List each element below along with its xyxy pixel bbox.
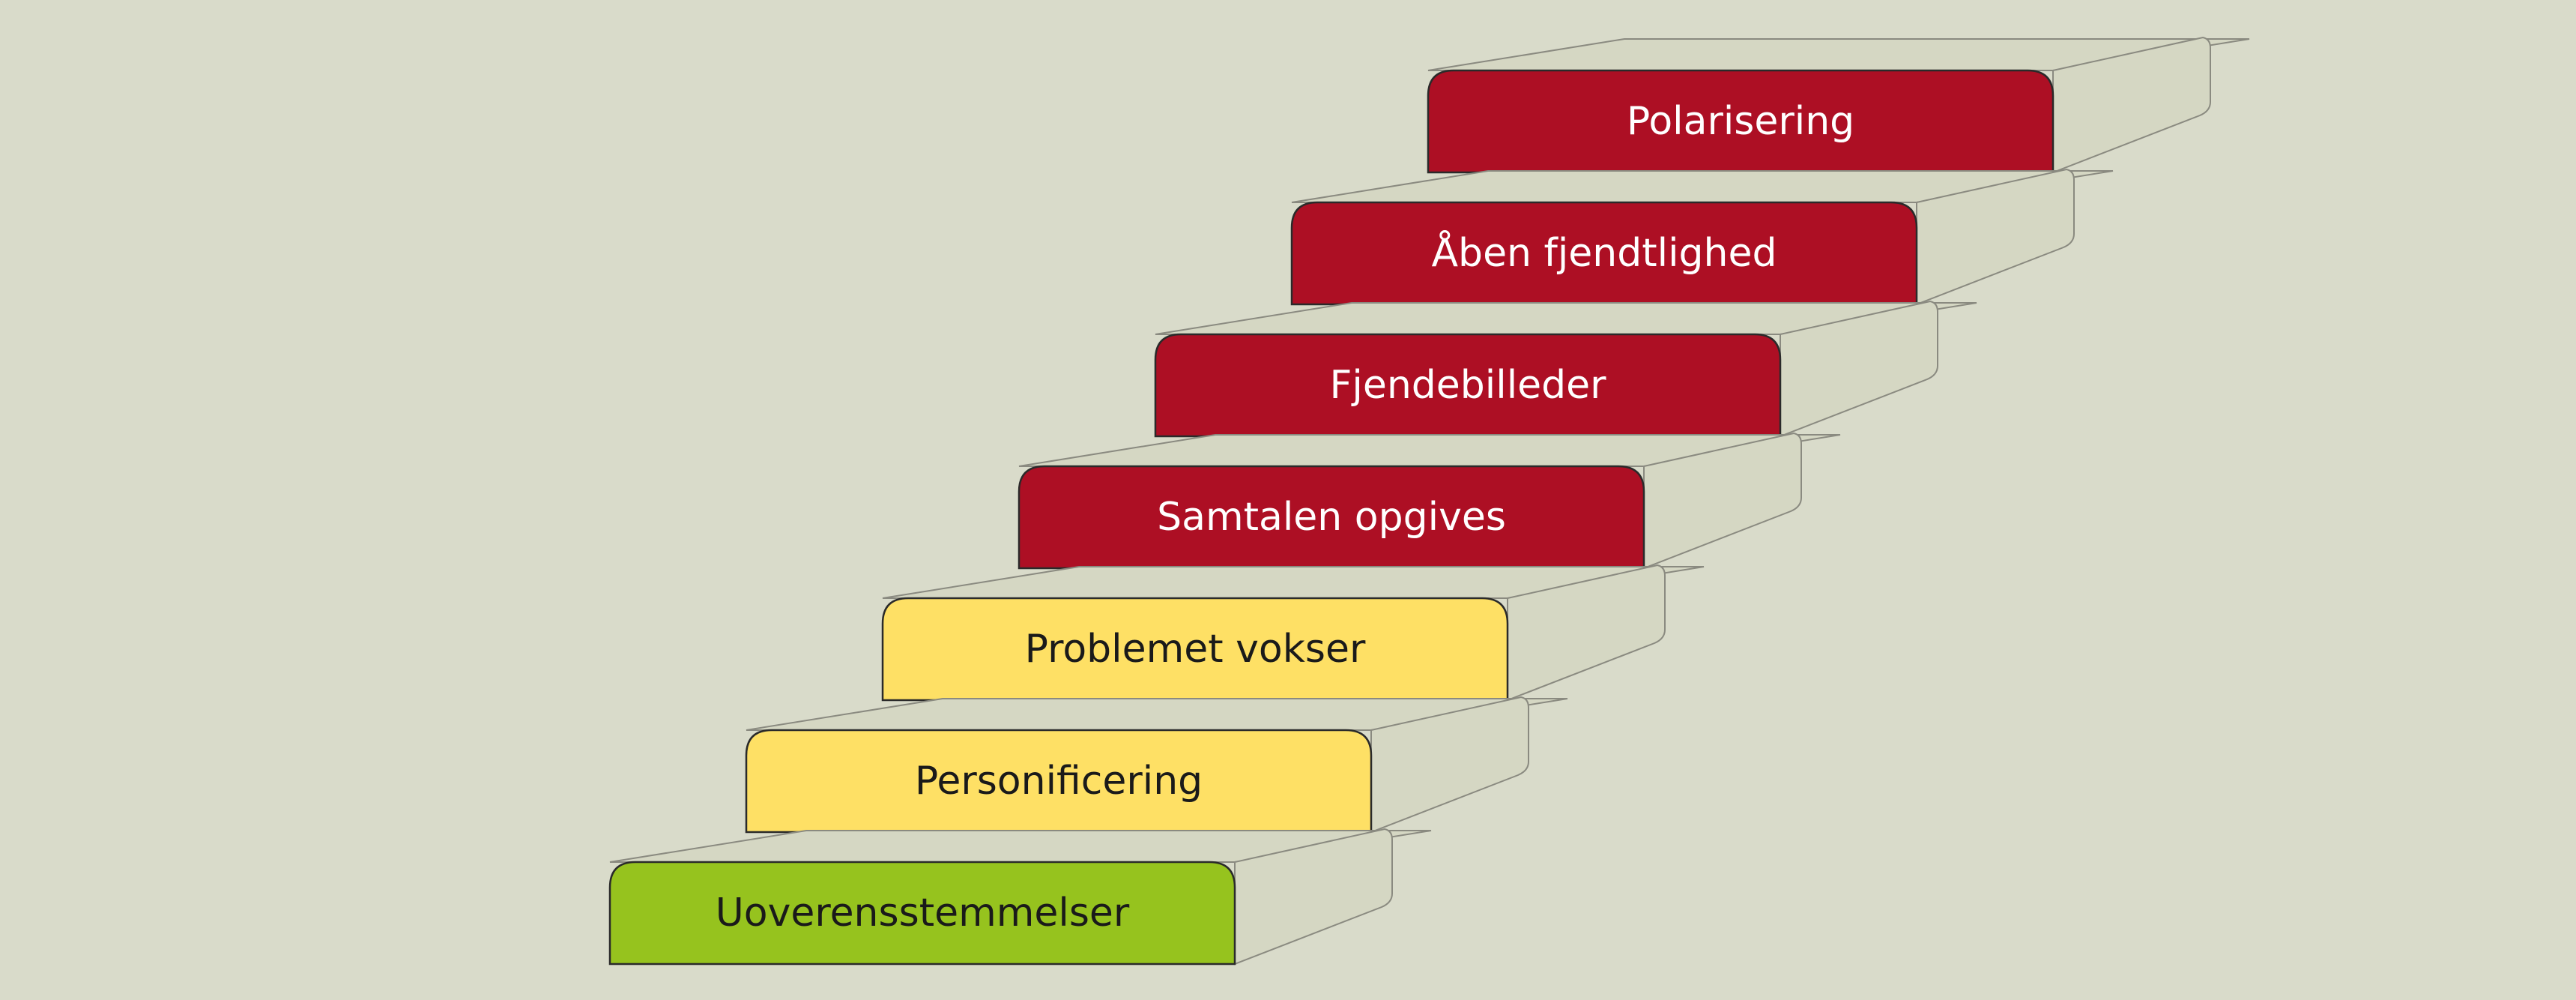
step-face [745,729,1373,834]
step-label: Uoverensstemmelser [716,891,1130,936]
step-label: Polarisering [1627,99,1854,144]
step-side [1780,300,1938,438]
stair-step: Polarisering [1427,36,2250,174]
stair-step: Uoverensstemmelser [608,828,1432,966]
step-label: Personificering [915,759,1203,804]
step-label: Problemet vokser [1025,627,1366,672]
step-face [1290,201,1918,306]
stair-step: Personificering [745,696,1568,834]
step-face [881,597,1509,702]
step-face [608,861,1236,966]
stair-step: Samtalen opgives [1018,432,1841,570]
stair-step: Åben fjendtlighed [1290,168,2114,306]
stair-step: Problemet vokser [881,564,1705,702]
step-face [1154,333,1782,438]
step-side [1643,432,1802,570]
step-side [1234,828,1393,966]
step-side [1916,168,2075,306]
step-side [1507,564,1666,702]
step-side [1370,696,1529,834]
step-side [2052,36,2211,174]
step-label: Fjendebilleder [1329,363,1606,408]
stair-step: Fjendebilleder [1154,300,1977,438]
step-face [1427,69,2055,174]
step-face [1018,465,1645,570]
step-label: Åben fjendtlighed [1431,229,1777,276]
step-label: Samtalen opgives [1157,495,1506,540]
